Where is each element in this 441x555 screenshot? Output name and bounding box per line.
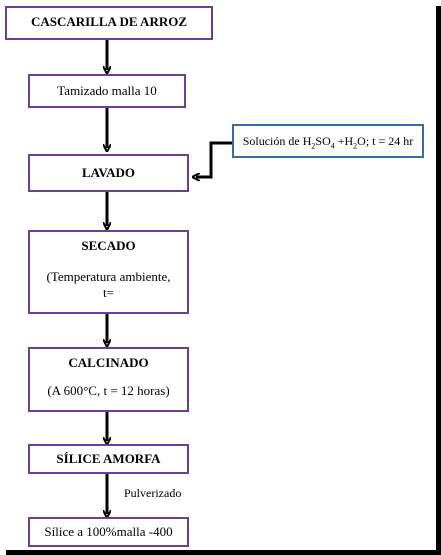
aux-input-solucion: Solución de H2SO4 +H2O; t = 24 hr	[232, 124, 424, 158]
step-silice-final: Sílice a 100%malla -400	[28, 517, 189, 547]
edge-note-pulverizado: Pulverizado	[124, 486, 182, 500]
step-label: SECADO	[81, 238, 136, 253]
step-silice-amorfa: SÍLICE AMORFA	[28, 444, 189, 474]
step-detail: (A 600°C, t = 12 horas)	[47, 383, 170, 398]
frame-shadow-bottom	[6, 550, 441, 555]
step-lavado: LAVADO	[28, 154, 189, 192]
frame-shadow-right	[436, 6, 441, 555]
aux-input-label: Solución de H2SO4 +H2O; t = 24 hr	[242, 134, 414, 151]
step-cascarilla-de-arroz: CASCARILLA DE ARROZ	[5, 6, 213, 40]
step-label: LAVADO	[82, 165, 135, 180]
step-label: Sílice a 100%malla -400	[44, 524, 173, 539]
step-calcinado: CALCINADO (A 600°C, t = 12 horas)	[28, 347, 189, 412]
step-label: SÍLICE AMORFA	[56, 451, 161, 466]
step-detail: t=	[103, 285, 114, 300]
step-label: Tamizado malla 10	[57, 83, 157, 98]
step-label: CALCINADO	[68, 355, 149, 370]
arrow-aux	[196, 141, 232, 177]
step-secado: SECADO (Temperatura ambiente, t=	[28, 230, 189, 314]
step-tamizado: Tamizado malla 10	[28, 74, 186, 108]
step-label: CASCARILLA DE ARROZ	[30, 14, 188, 29]
step-detail: (Temperatura ambiente,	[46, 269, 171, 284]
